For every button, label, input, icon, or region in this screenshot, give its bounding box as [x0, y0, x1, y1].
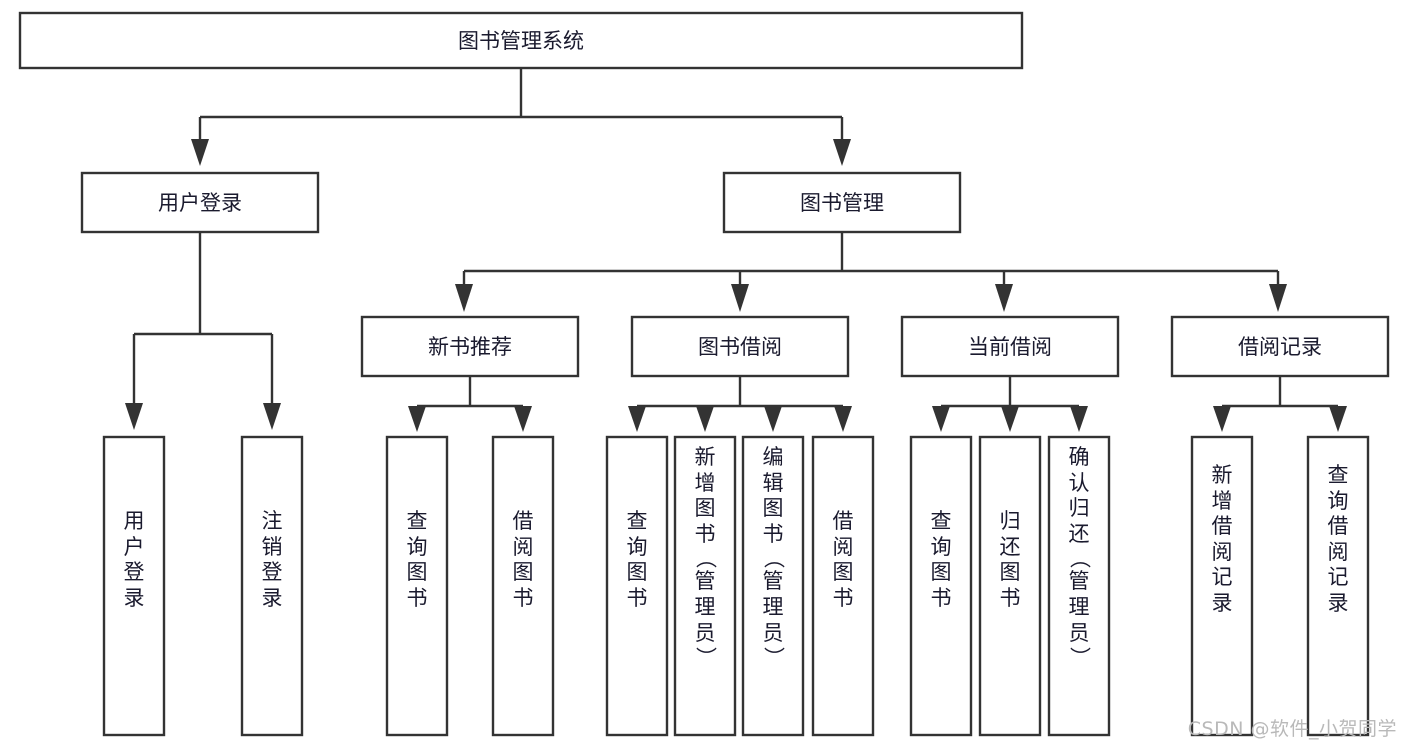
arrowhead-borrow-l1 — [628, 406, 646, 432]
arrowhead-root-book — [833, 139, 851, 166]
leaf-box-user-login[interactable] — [102, 435, 166, 737]
node-root-system-label: 图书管理系统 — [458, 29, 584, 53]
arrowhead-book-c4 — [1269, 284, 1287, 312]
leaf-box-add-record[interactable] — [1190, 435, 1254, 737]
arrowhead-record-l2 — [1329, 406, 1347, 432]
node-new-book-recommend-box — [360, 315, 580, 378]
node-current-borrow-label: 当前借阅 — [968, 335, 1052, 359]
arrowhead-borrow-l3 — [764, 406, 782, 432]
node-book-manage-box — [722, 171, 962, 234]
leaf-box-query-record[interactable] — [1306, 435, 1370, 737]
leaf-box-query-book-2[interactable] — [605, 435, 669, 737]
arrowhead-current-l2 — [1001, 406, 1019, 432]
node-borrow-record-label: 借阅记录 — [1238, 335, 1322, 359]
node-book-borrow-box — [630, 315, 850, 378]
arrowhead-book-c1 — [455, 284, 473, 312]
node-current-borrow[interactable]: 当前借阅 — [900, 315, 1120, 378]
leaf-box-borrow-book-2[interactable] — [811, 435, 875, 737]
leaf-box-return-book[interactable] — [978, 435, 1042, 737]
arrowhead-current-l1 — [932, 406, 950, 432]
arrowhead-user-l1 — [125, 403, 143, 430]
leaf-box-add-book[interactable] — [673, 435, 737, 737]
arrowhead-newbook-l2 — [514, 406, 532, 432]
leaf-box-confirm-return[interactable] — [1047, 435, 1111, 737]
connector-layer — [125, 68, 1347, 432]
node-new-book-recommend[interactable]: 新书推荐 — [360, 315, 580, 378]
arrowhead-book-c3 — [995, 284, 1013, 312]
arrowhead-record-l1 — [1213, 406, 1231, 432]
node-book-borrow-label: 图书借阅 — [698, 335, 782, 359]
arrowhead-newbook-l1 — [408, 406, 426, 432]
arrowhead-current-l3 — [1070, 406, 1088, 432]
leaf-box-query-book-3[interactable] — [909, 435, 973, 737]
node-user-login-box — [80, 171, 320, 234]
node-current-borrow-box — [900, 315, 1120, 378]
node-borrow-record[interactable]: 借阅记录 — [1170, 315, 1390, 378]
node-book-manage[interactable]: 图书管理 — [722, 171, 962, 234]
node-user-login-label: 用户登录 — [158, 191, 242, 215]
csdn-watermark: CSDN @软件_小贺同学 — [1187, 718, 1397, 740]
leaf-box-query-book-1[interactable] — [385, 435, 449, 737]
leaf-box-edit-book[interactable] — [741, 435, 805, 737]
node-root-system[interactable]: 图书管理系统 — [18, 11, 1024, 70]
arrowhead-root-user — [191, 139, 209, 166]
arrowhead-book-c2 — [731, 284, 749, 312]
leaf-box-borrow-book-1[interactable] — [491, 435, 555, 737]
node-borrow-record-box — [1170, 315, 1390, 378]
node-book-borrow[interactable]: 图书借阅 — [630, 315, 850, 378]
arrowhead-user-l2 — [263, 403, 281, 430]
leaf-box-logout[interactable] — [240, 435, 304, 737]
arrowhead-borrow-l4 — [834, 406, 852, 432]
node-root-system-box — [18, 11, 1024, 70]
leaf-node-layer — [102, 435, 1370, 737]
node-new-book-recommend-label: 新书推荐 — [428, 335, 512, 359]
arrowhead-borrow-l2 — [696, 406, 714, 432]
node-book-manage-label: 图书管理 — [800, 191, 884, 215]
node-user-login[interactable]: 用户登录 — [80, 171, 320, 234]
